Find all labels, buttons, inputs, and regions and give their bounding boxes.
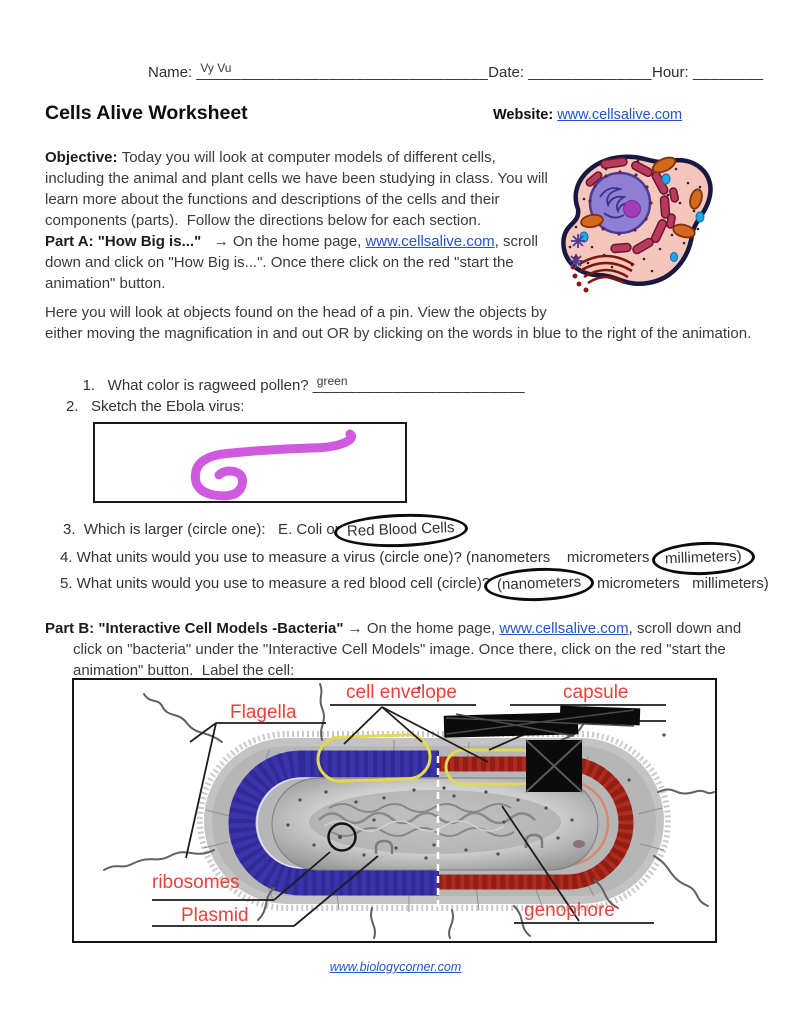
nucleoid-region bbox=[309, 790, 561, 854]
page-title: Cells Alive Worksheet bbox=[45, 102, 248, 124]
label-genophore: genophore bbox=[524, 900, 615, 921]
question-1-text: 1. What color is ragweed pollen? bbox=[82, 377, 313, 394]
label-flagella: Flagella bbox=[230, 702, 297, 723]
animal-cell-svg bbox=[561, 154, 713, 293]
plasmid-shapes bbox=[374, 833, 544, 854]
ribosome-dots bbox=[286, 686, 666, 860]
cell-envelope-red bbox=[439, 756, 634, 890]
text-segment: 4. What units would you use to measure a… bbox=[60, 549, 662, 566]
website-label: Website: bbox=[493, 107, 554, 123]
part-b-paragraph: Part B: "Interactive Cell Models -Bacter… bbox=[45, 618, 773, 681]
circled-answer: (nanometers bbox=[483, 566, 596, 603]
inline-link[interactable]: www.cellsalive.com bbox=[499, 620, 629, 637]
golgi-apparatus bbox=[577, 254, 635, 285]
vesicles bbox=[579, 173, 705, 262]
text-segment: , scroll down and click on "How Big is..… bbox=[45, 233, 543, 292]
question-5: 5. What units would you use to measure a… bbox=[60, 566, 769, 603]
text-segment: Part B: "Interactive Cell Models -Bacter… bbox=[45, 620, 348, 637]
name-answer: Vy Vu bbox=[200, 61, 232, 75]
hour-field[interactable]: ________ bbox=[692, 64, 764, 81]
footer: www.biologycorner.com bbox=[0, 960, 791, 974]
chromatin bbox=[599, 187, 631, 219]
text-segment: Part A: "How Big is..." bbox=[45, 233, 202, 250]
name-label: Name: bbox=[148, 64, 193, 81]
nucleolus bbox=[623, 200, 641, 218]
leader-lines bbox=[152, 704, 666, 927]
text-segment: → On the home page, bbox=[347, 620, 500, 637]
question-4: 4. What units would you use to measure a… bbox=[60, 540, 756, 577]
text-segment: 5. What units would you use to measure a… bbox=[60, 575, 495, 592]
ebola-sketch-drawing bbox=[190, 429, 357, 501]
circled-answer: Red Blood Cells bbox=[333, 511, 469, 550]
label-plasmid: Plasmid bbox=[181, 905, 249, 926]
inline-link[interactable]: www.cellsalive.com bbox=[365, 233, 495, 250]
endoplasmic-reticulum bbox=[585, 156, 679, 255]
date-label: Date: bbox=[488, 64, 525, 81]
objective-paragraph: Objective: Today you will look at comput… bbox=[45, 147, 557, 294]
bacteria-diagram: Flagella cell envelope capsule ribosomes… bbox=[72, 678, 717, 943]
name-field[interactable]: Vy Vu_________________________________ bbox=[196, 61, 489, 81]
ebola-sketch-box[interactable] bbox=[93, 422, 407, 503]
question-1: 1. What color is ragweed pollen? green__… bbox=[66, 360, 525, 411]
footer-link[interactable]: www.biologycorner.com bbox=[329, 960, 462, 974]
question-3: 3. Which is larger (circle one): E. Coli… bbox=[63, 511, 469, 550]
label-ribosomes: ribosomes bbox=[152, 872, 240, 893]
website-row: Website: www.cellsalive.com bbox=[493, 107, 682, 123]
hour-label: Hour: bbox=[651, 64, 689, 81]
text-segment: micrometers millimeters) bbox=[584, 575, 769, 592]
text-segment: Objective: bbox=[45, 149, 122, 166]
text-segment: → On the home page, bbox=[201, 233, 366, 250]
date-field[interactable]: ______________ bbox=[528, 64, 652, 81]
animal-cell-image bbox=[548, 138, 718, 300]
question-1-answer: green bbox=[316, 374, 348, 388]
scribble-annotations bbox=[443, 705, 641, 793]
centrioles bbox=[569, 234, 585, 268]
bacteria-diagram-svg: Flagella cell envelope capsule ribosomes… bbox=[103, 682, 715, 939]
genophore-dna bbox=[318, 803, 536, 837]
inclusion-body bbox=[573, 840, 585, 848]
label-capsule: capsule bbox=[563, 682, 629, 703]
question-2-text: 2. Sketch the Ebola virus: bbox=[66, 398, 245, 415]
website-link[interactable]: www.cellsalive.com bbox=[557, 107, 683, 123]
text-segment: 3. Which is larger (circle one): E. Coli… bbox=[63, 521, 344, 538]
question-1-answer-field[interactable]: green________________________ bbox=[312, 374, 526, 394]
name-date-hour-row: Name: Vy Vu_____________________________… bbox=[148, 61, 764, 81]
label-cell-envelope: cell envelope bbox=[346, 682, 457, 703]
ribosome-circle-annotation bbox=[327, 822, 357, 852]
mitochondria bbox=[580, 156, 703, 239]
text-segment: Today you will look at computer models o… bbox=[45, 149, 548, 229]
text-segment: , scroll down and click on "bacteria" un… bbox=[73, 620, 746, 679]
intro-paragraph: Here you will look at objects found on t… bbox=[45, 304, 752, 342]
